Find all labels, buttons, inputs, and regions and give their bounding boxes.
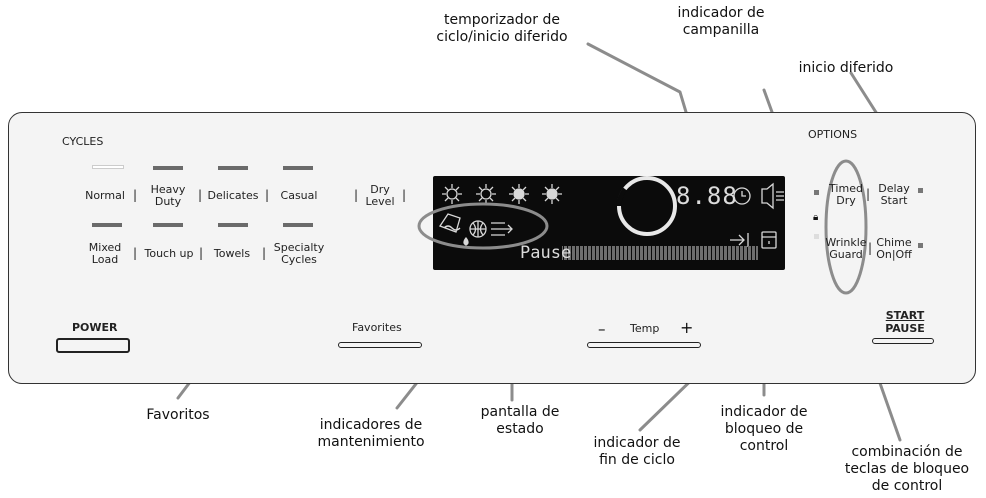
lock-led-top — [814, 190, 819, 195]
separator: | — [354, 188, 359, 202]
callout-favorites: Favoritos — [146, 407, 210, 423]
dry-level-sun-icon-2 — [476, 184, 496, 204]
start-pause-button[interactable] — [872, 338, 934, 344]
lock-indicator-icon — [761, 231, 777, 249]
start-label: START — [885, 309, 925, 322]
time-readout: 8.88 — [676, 182, 738, 210]
cycle-mixed-load[interactable]: Mixed Load — [88, 241, 122, 266]
callout-cycle-timer: temporizador de ciclo/inicio diferido — [436, 12, 568, 45]
separator: | — [265, 188, 270, 202]
cycle-casual[interactable]: Casual — [280, 189, 318, 202]
delay-start-led — [918, 188, 923, 193]
cycle-led-mixed-load — [92, 223, 122, 227]
cycle-led-touch-up — [153, 223, 183, 227]
favorites-label: Favorites — [352, 321, 402, 334]
pause-label: PAUSE — [885, 322, 925, 335]
clock-icon — [733, 187, 751, 205]
separator: | — [199, 246, 204, 260]
temp-button[interactable] — [587, 342, 701, 348]
chime-button[interactable]: Chime On|Off — [876, 236, 912, 261]
cycle-heavy-duty[interactable]: Heavy Duty — [150, 183, 186, 208]
dry-level-sun-icon-4 — [542, 184, 562, 204]
timed-dry-button[interactable]: Timed Dry — [829, 182, 863, 207]
cycle-normal[interactable]: Normal — [85, 189, 125, 202]
cycle-led-delicates — [218, 166, 248, 170]
cycles-label: CYCLES — [62, 135, 104, 148]
separator: | — [198, 188, 203, 202]
cycle-led-normal — [92, 165, 124, 169]
dry-level-sun-icon-3 — [509, 184, 529, 204]
airflow-icon — [491, 222, 513, 236]
options-label: OPTIONS — [808, 128, 858, 141]
cycle-led-specialty — [283, 223, 313, 227]
maintenance-highlight — [417, 202, 549, 250]
status-text: Pause — [520, 243, 572, 263]
separator: | — [133, 188, 138, 202]
lock-combo-highlight — [824, 159, 868, 295]
cycle-touch-up[interactable]: Touch up — [144, 247, 194, 260]
end-of-cycle-icon — [730, 233, 749, 247]
power-label: POWER — [72, 321, 118, 334]
separator: | — [133, 246, 138, 260]
dry-level-sun-icon-1 — [442, 184, 462, 204]
separator: | — [402, 188, 407, 202]
separator: | — [866, 187, 871, 201]
callout-chime: indicador de campanilla — [677, 5, 765, 38]
separator: | — [868, 241, 873, 255]
favorites-button[interactable] — [338, 342, 422, 348]
temp-minus[interactable]: – — [598, 320, 606, 338]
callout-delay-start: inicio diferido — [798, 60, 894, 76]
callout-end-of-cycle: indicador de fin de ciclo — [593, 435, 681, 468]
callout-maintenance: indicadores de mantenimiento — [317, 417, 425, 450]
dry-level-button[interactable]: Dry Level — [365, 183, 395, 208]
cycle-delicates[interactable]: Delicates — [207, 189, 259, 202]
separator: | — [262, 246, 267, 260]
cycle-towels[interactable]: Towels — [213, 247, 251, 260]
callout-lock-combo: combinación de teclas de bloqueo de cont… — [844, 444, 970, 494]
lint-filter-icon — [439, 213, 461, 233]
progress-ring — [617, 176, 677, 236]
temp-plus[interactable]: + — [680, 318, 694, 337]
cycle-specialty[interactable]: Specialty Cycles — [273, 241, 325, 266]
wrinkle-guard-button[interactable]: Wrinkle Guard — [825, 236, 867, 261]
lock-icon: 🔒︎ — [813, 212, 819, 223]
cycle-led-towels — [218, 223, 248, 227]
callout-lock-indicator: indicador de bloqueo de control — [720, 404, 808, 454]
power-button[interactable] — [56, 338, 130, 353]
delay-start-button[interactable]: Delay Start — [878, 182, 910, 207]
cycle-led-heavy-duty — [153, 166, 183, 170]
lock-led-bottom — [814, 234, 819, 239]
cycle-led-casual — [283, 166, 313, 170]
status-segments — [562, 246, 758, 260]
temp-label: Temp — [630, 322, 660, 335]
callout-status: pantalla de estado — [480, 404, 560, 437]
chime-led — [918, 243, 923, 248]
chime-icon — [761, 182, 784, 210]
water-drop-icon — [463, 236, 469, 246]
